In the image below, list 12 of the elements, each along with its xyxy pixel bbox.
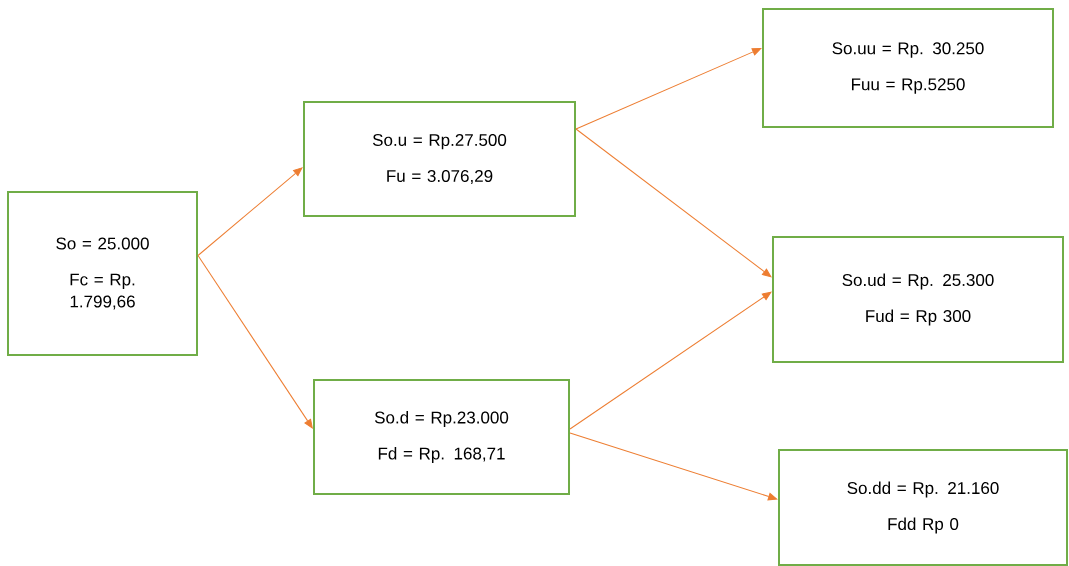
- arrow: [575, 128, 772, 278]
- arrow: [197, 167, 303, 256]
- value-box: So.dd = Rp. 21.160 Fdd Rp 0: [778, 449, 1068, 566]
- arrow: [197, 255, 313, 429]
- value-box: So = 25.000 Fc = Rp. 1.799,66: [7, 191, 198, 356]
- value-box: So.d = Rp.23.000 Fd = Rp. 168,71: [313, 379, 570, 495]
- value-box: So.u = Rp.27.500 Fu = 3.076,29: [303, 101, 576, 217]
- value-box: So.uu = Rp. 30.250 Fuu = Rp.5250: [762, 8, 1054, 128]
- arrow: [569, 432, 778, 501]
- value-box: So.ud = Rp. 25.300 Fud = Rp 300: [772, 236, 1064, 363]
- arrow: [569, 291, 772, 430]
- arrow: [575, 48, 762, 130]
